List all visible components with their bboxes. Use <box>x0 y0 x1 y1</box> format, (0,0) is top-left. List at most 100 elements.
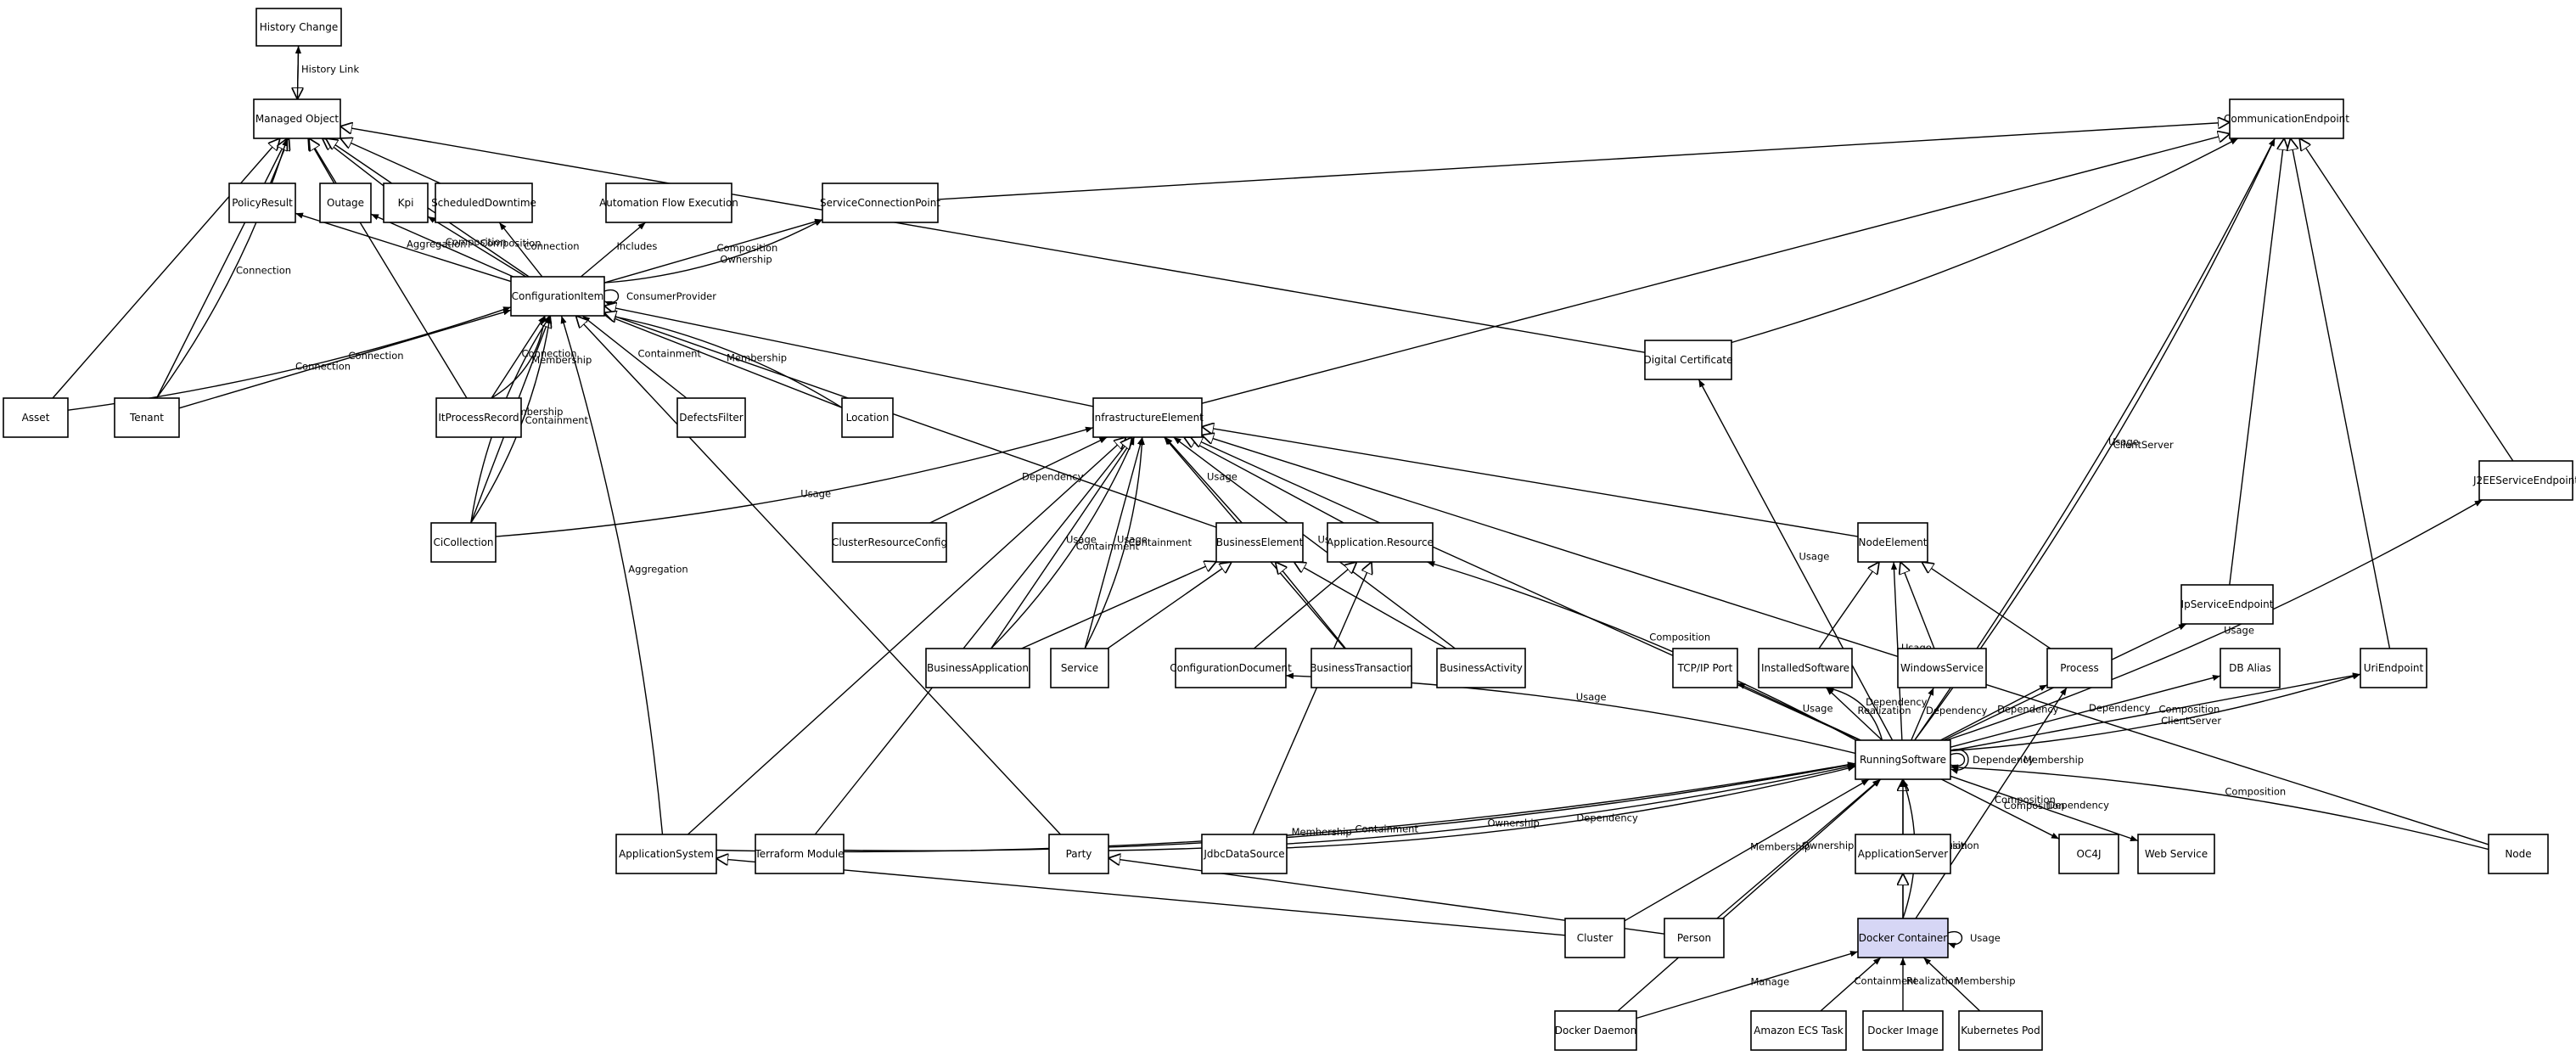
class-uri-endpoint[interactable]: UriEndpoint <box>2360 648 2427 688</box>
class-node-element[interactable]: NodeElement <box>1857 522 1928 563</box>
class-label: ApplicationSystem <box>619 848 714 860</box>
class-infrastructure-element[interactable]: InfrastructureElement <box>1092 397 1204 438</box>
class-label: Cluster <box>1577 932 1614 944</box>
class-business-application[interactable]: BusinessApplication <box>925 648 1030 688</box>
class-label: Person <box>1677 932 1711 944</box>
class-configuration-document[interactable]: ConfigurationDocument <box>1170 648 1292 688</box>
class-tenant[interactable]: Tenant <box>114 397 180 438</box>
class-tcpip-port[interactable]: TCP/IP Port <box>1672 648 1738 688</box>
edge-label: Usage <box>2224 624 2254 636</box>
edge-service-to-infrastructure-element: Usage <box>1084 436 1148 649</box>
edge-label: Connection <box>295 361 351 373</box>
class-label: ApplicationServer <box>1858 848 1948 860</box>
class-box <box>1554 1010 1637 1051</box>
class-jdbc-data-source[interactable]: JdbcDataSource <box>1201 834 1288 874</box>
class-node[interactable]: Node <box>2488 834 2549 874</box>
class-db-alias[interactable]: DB Alias <box>2220 648 2281 688</box>
class-outage[interactable]: Outage <box>319 183 372 223</box>
class-application-resource[interactable]: Application.Resource <box>1327 522 1434 563</box>
edge-label: Containment <box>638 348 702 360</box>
class-box <box>2180 584 2274 625</box>
edge-label: Usage <box>1799 551 1830 563</box>
class-web-service[interactable]: Web Service <box>2137 834 2215 874</box>
edge-label: Containment <box>1855 975 1918 987</box>
class-terraform-module[interactable]: Terraform Module <box>754 834 845 874</box>
edge-line <box>603 289 619 307</box>
class-business-element[interactable]: BusinessElement <box>1215 522 1304 563</box>
edge-label: Usage <box>1970 932 2001 944</box>
edge-cluster-to-running-software: Membership <box>1624 778 1870 922</box>
class-business-activity[interactable]: BusinessActivity <box>1436 648 1526 688</box>
class-service[interactable]: Service <box>1050 648 1109 688</box>
edge-label: Membership <box>1956 975 2016 987</box>
class-asset[interactable]: Asset <box>3 397 69 438</box>
class-ip-service-endpoint[interactable]: IpServiceEndpoint <box>2180 584 2274 625</box>
class-j2ee-service-endpoint[interactable]: J2EEServiceEndpoint <box>2472 460 2576 501</box>
class-box <box>2220 648 2281 688</box>
class-cluster-resource-config[interactable]: ClusterResourceConfig <box>832 522 947 563</box>
class-person[interactable]: Person <box>1664 918 1725 958</box>
edge-label: Includes <box>617 240 658 252</box>
class-box <box>822 183 939 223</box>
class-communication-endpoint[interactable]: CommunicationEndpoint <box>2224 98 2349 139</box>
edge-label: Membership <box>2023 754 2084 766</box>
class-docker-container[interactable]: Docker Container <box>1857 918 1949 958</box>
class-box <box>2046 648 2113 688</box>
class-docker-daemon[interactable]: Docker Daemon <box>1554 1010 1637 1051</box>
edge-label: Membership <box>1750 840 1810 852</box>
class-label: Node <box>2505 848 2531 860</box>
class-application-system[interactable]: ApplicationSystem <box>615 834 717 874</box>
edge-label: Connection <box>349 350 404 362</box>
class-label: Outage <box>327 197 364 209</box>
class-defects-filter[interactable]: DefectsFilter <box>676 397 746 438</box>
edge-line <box>2229 138 2284 586</box>
class-history-change[interactable]: History Change <box>255 8 342 47</box>
class-location[interactable]: Location <box>841 397 894 438</box>
class-cluster[interactable]: Cluster <box>1564 918 1625 958</box>
class-label: ClusterResourceConfig <box>832 536 947 548</box>
class-oc4j[interactable]: OC4J <box>2058 834 2119 874</box>
class-windows-service[interactable]: WindowsService <box>1897 648 1987 688</box>
class-label: ScheduledDowntime <box>431 197 536 209</box>
class-policy-result[interactable]: PolicyResult <box>228 183 296 223</box>
edge-label: Composition <box>480 238 542 250</box>
edge-label: Usage <box>2108 436 2139 448</box>
class-label: Digital Certificate <box>1643 354 1732 366</box>
class-application-server[interactable]: ApplicationServer <box>1855 834 1951 874</box>
edge-running-software-to-process: Dependency <box>1939 684 2059 741</box>
edge-label: Ownership <box>1488 817 1540 829</box>
class-amazon-ecs-task[interactable]: Amazon ECS Task <box>1750 1010 1847 1051</box>
class-docker-image[interactable]: Docker Image <box>1862 1010 1944 1051</box>
edge-line <box>1253 562 1356 649</box>
class-running-software[interactable]: RunningSoftware <box>1855 739 1951 780</box>
class-digital-certificate[interactable]: Digital Certificate <box>1643 340 1733 380</box>
edge-node-to-infrastructure-element <box>1202 435 2489 845</box>
class-scheduled-downtime[interactable]: ScheduledDowntime <box>431 183 536 223</box>
class-party[interactable]: Party <box>1048 834 1109 874</box>
class-business-transaction[interactable]: BusinessTransaction <box>1310 648 1413 688</box>
edge-line <box>603 313 843 408</box>
edge-line <box>178 309 512 409</box>
class-kpi[interactable]: Kpi <box>383 183 429 223</box>
class-automation-flow-execution[interactable]: Automation Flow Execution <box>599 183 738 223</box>
edge-business-element-to-configuration-item <box>604 312 1217 528</box>
class-box <box>2360 648 2427 688</box>
class-configuration-item[interactable]: ConfigurationItem <box>510 276 605 317</box>
class-managed-object[interactable]: Managed Object <box>253 98 341 139</box>
class-box <box>1436 648 1526 688</box>
edge-label: ClientServer <box>2161 715 2221 727</box>
edge-line <box>427 216 526 278</box>
class-ci-collection[interactable]: CiCollection <box>430 522 497 563</box>
class-box <box>255 8 342 47</box>
class-process[interactable]: Process <box>2046 648 2113 688</box>
class-service-connection-point[interactable]: ServiceConnectionPoint <box>820 183 940 223</box>
class-kubernetes-pod[interactable]: Kubernetes Pod <box>1958 1010 2043 1051</box>
edge-digital-certificate-to-communication-endpoint <box>1731 138 2239 344</box>
class-box <box>1175 648 1287 688</box>
edge-line <box>1826 687 1883 741</box>
class-itprocess-record[interactable]: ItProcessRecord <box>435 397 522 438</box>
edge-docker-daemon-to-docker-container: Manage <box>1636 951 1859 1019</box>
edge-label: Dependency <box>1926 705 1988 716</box>
class-box <box>114 397 180 438</box>
class-installed-software[interactable]: InstalledSoftware <box>1758 648 1853 688</box>
